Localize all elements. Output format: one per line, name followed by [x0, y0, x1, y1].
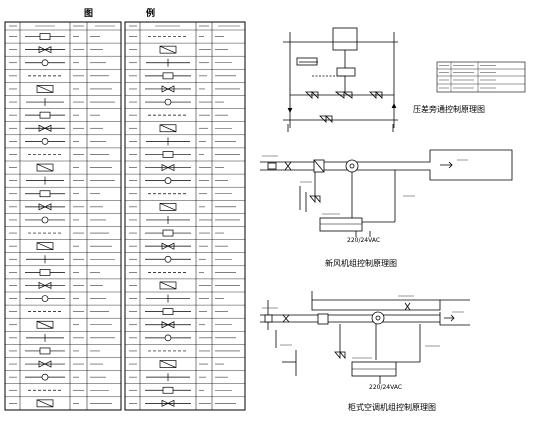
legend-instrument-icon — [164, 334, 172, 342]
legend-valve-icon — [161, 242, 175, 250]
fresh-air-duct — [260, 149, 513, 181]
valve-icon — [319, 115, 333, 123]
legend-valve-icon — [38, 124, 52, 132]
coil-icon — [317, 313, 329, 325]
legend-symbol-box — [162, 151, 174, 158]
legend-column-lines — [19, 22, 213, 410]
legend-symbol-box — [162, 386, 174, 394]
legend-valve-icon — [38, 360, 52, 368]
pressure-transmitter — [336, 67, 356, 77]
fresh-air-unit-schematic — [260, 149, 513, 237]
bypass-table-text-marks — [439, 65, 496, 89]
fresh-air-schematic-title: 新风机组控制原理图 — [325, 259, 397, 268]
cabinet-ahu-schematic — [260, 291, 470, 384]
legend-table — [4, 21, 246, 411]
legend-text-marks — [9, 25, 240, 404]
legend-table-right-frame — [124, 21, 246, 411]
ahu-supply-label: 220/24VAC — [369, 384, 403, 391]
legend-symbols — [25, 33, 191, 408]
legend-valve-icon — [161, 85, 175, 93]
legend-symbol-box — [162, 229, 174, 237]
legend-instrument-icon — [41, 216, 49, 224]
legend-valve-icon — [38, 203, 52, 211]
ahu-text-marks — [262, 295, 464, 359]
legend-valve-icon — [38, 46, 52, 54]
damper-icon — [404, 302, 411, 311]
pump-valve-icon — [369, 91, 383, 99]
legend-symbol-box — [39, 33, 51, 40]
bypass-control-schematic — [283, 27, 526, 132]
legend-instrument-icon — [41, 373, 49, 381]
legend-instrument-icon — [41, 295, 49, 302]
fresh-air-supply-label: 220/24VAC — [347, 237, 381, 244]
legend-instrument-icon — [164, 98, 172, 106]
legend-instrument-icon — [164, 255, 172, 263]
pump-valve-icon — [305, 91, 319, 99]
bypass-controller — [332, 27, 358, 51]
bypass-schematic-title: 压差旁通控制原理图 — [413, 105, 485, 114]
legend-device-cross — [159, 281, 177, 290]
legend-device-cross — [36, 242, 54, 250]
ahu-schematic-title: 柜式空调机组控制原理图 — [348, 403, 436, 412]
legend-symbol-box — [39, 269, 51, 276]
bypass-valve-icon — [334, 91, 353, 99]
legend-device-cross — [159, 45, 177, 54]
legend-symbol-box — [39, 347, 51, 355]
fan-icon — [345, 159, 359, 173]
sensor-box — [296, 57, 318, 66]
legend-title-left: 图 — [84, 9, 94, 19]
legend-title-right: 例 — [146, 9, 156, 19]
legend-valve-icon — [161, 399, 175, 407]
legend-device-cross — [36, 163, 54, 172]
bypass-instrument-table — [436, 61, 526, 93]
legend-symbol-box — [162, 72, 174, 80]
legend-symbol-box — [162, 308, 174, 315]
damper-icon — [284, 161, 292, 171]
legend-valve-icon — [161, 321, 175, 329]
legend-valve-icon — [38, 281, 52, 290]
legend-instrument-icon — [164, 177, 172, 184]
legend-device-cross — [159, 203, 177, 211]
legend-device-cross — [159, 124, 177, 133]
legend-device-cross — [36, 399, 54, 408]
supply-air-duct — [260, 312, 470, 326]
legend-symbol-box — [39, 111, 51, 119]
legend-device-cross — [159, 360, 177, 368]
fresh-air-controller — [319, 217, 363, 232]
fresh-air-text-marks — [262, 155, 468, 215]
fan-icon — [371, 311, 385, 325]
legend-instrument-icon — [41, 59, 49, 67]
return-air-duct — [311, 291, 441, 311]
legend-instrument-icon — [41, 138, 49, 145]
legend-row-lines — [5, 29, 245, 397]
legend-symbol-box — [39, 190, 51, 198]
legend-device-cross — [36, 320, 54, 329]
legend-valve-icon — [161, 163, 175, 172]
water-valve-icon — [334, 350, 346, 360]
water-valve-icon — [309, 194, 321, 204]
legend-table-left-frame — [4, 21, 122, 411]
legend-device-cross — [36, 85, 54, 93]
